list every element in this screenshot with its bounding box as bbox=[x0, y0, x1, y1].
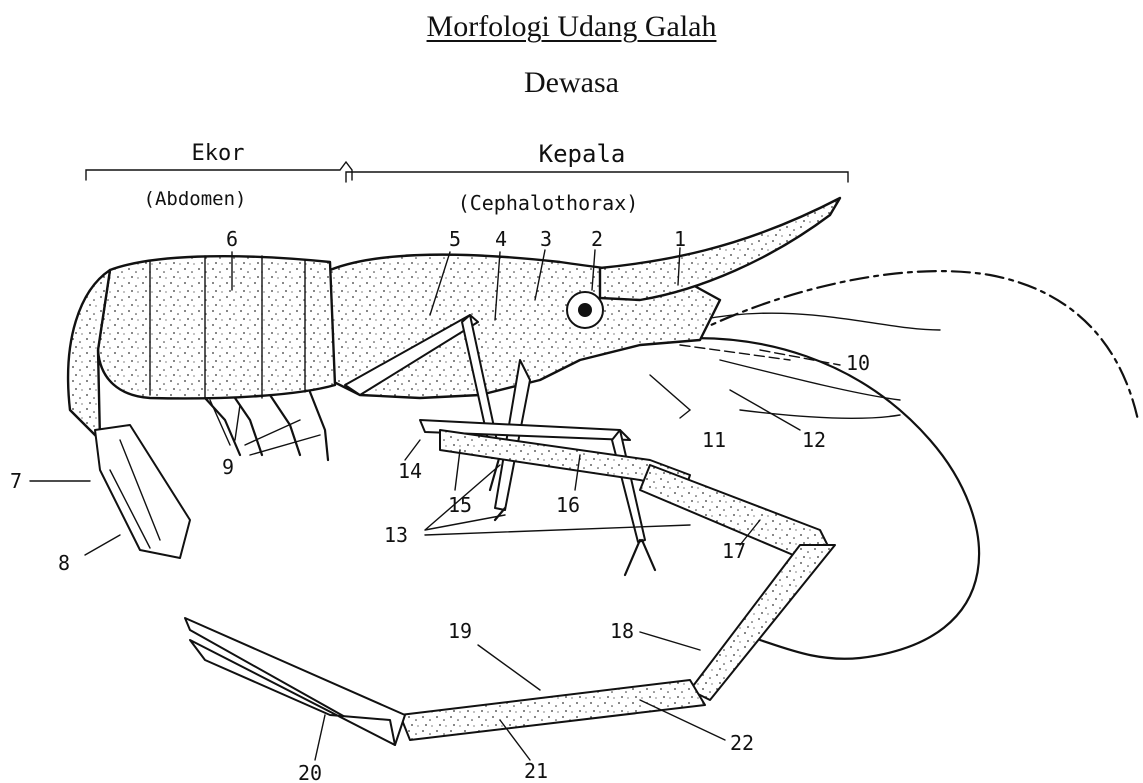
label-2: 2 bbox=[591, 227, 603, 251]
label-14: 14 bbox=[398, 459, 422, 483]
antennule-lines bbox=[700, 313, 940, 418]
label-10: 10 bbox=[846, 351, 870, 375]
eye bbox=[567, 292, 603, 328]
head-section-name: Kepala bbox=[539, 140, 626, 168]
label-19: 19 bbox=[448, 619, 472, 643]
label-1: 1 bbox=[674, 227, 686, 251]
head-section-latin: (Cephalothorax) bbox=[458, 191, 639, 215]
label-18: 18 bbox=[610, 619, 634, 643]
label-13: 13 bbox=[384, 523, 408, 547]
label-17: 17 bbox=[722, 539, 746, 563]
label-8: 8 bbox=[58, 551, 70, 575]
head-bracket bbox=[346, 172, 848, 182]
label-20: 20 bbox=[298, 761, 322, 783]
label-15: 15 bbox=[448, 493, 472, 517]
tail-section-latin: (Abdomen) bbox=[144, 188, 247, 210]
label-11: 11 bbox=[702, 428, 726, 452]
label-3: 3 bbox=[540, 227, 552, 251]
label-16: 16 bbox=[556, 493, 580, 517]
tail-section-name: Ekor bbox=[192, 141, 245, 166]
label-4: 4 bbox=[495, 227, 507, 251]
label-22: 22 bbox=[730, 731, 754, 755]
label-12: 12 bbox=[802, 428, 826, 452]
label-5: 5 bbox=[449, 227, 461, 251]
antenna-whip bbox=[690, 271, 1138, 420]
label-6: 6 bbox=[226, 227, 238, 251]
abdomen bbox=[68, 256, 335, 558]
label-9: 9 bbox=[222, 455, 234, 479]
label-21: 21 bbox=[524, 759, 548, 783]
label-7: 7 bbox=[10, 469, 22, 493]
